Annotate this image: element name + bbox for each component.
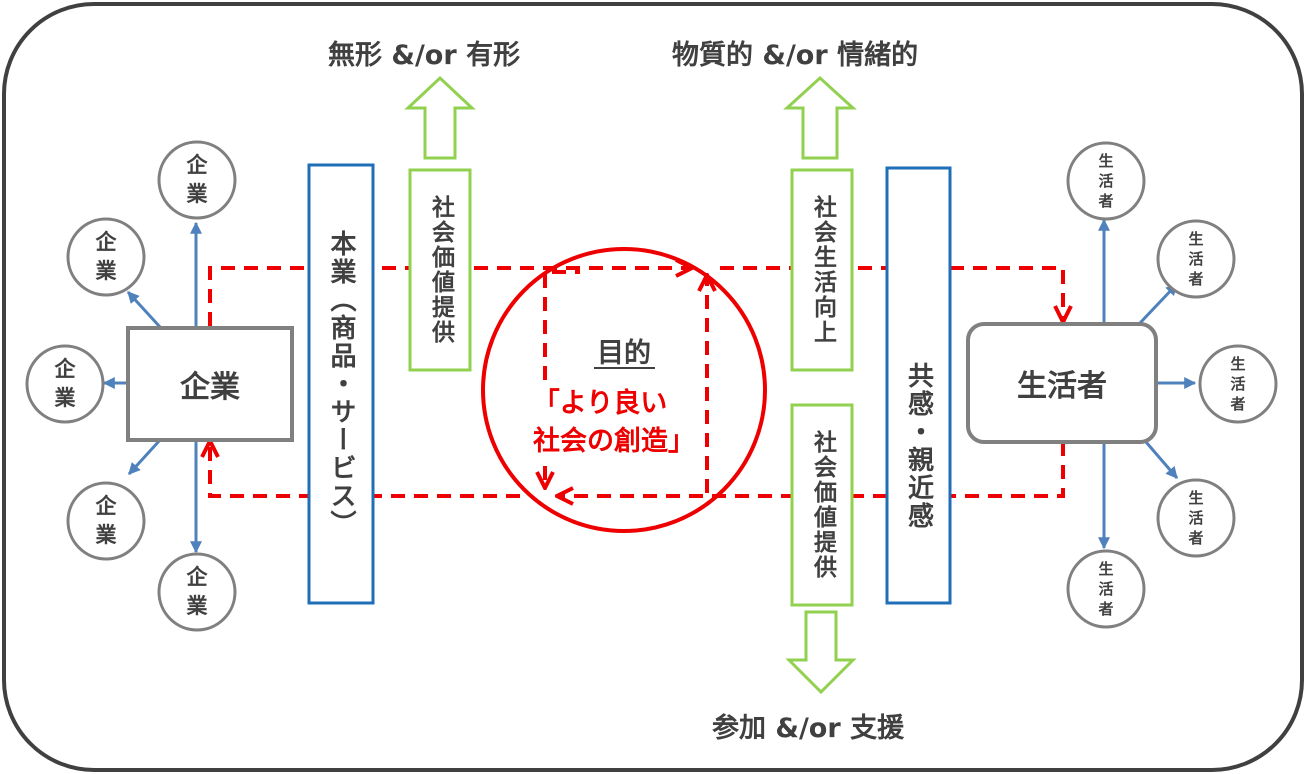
enterprise-node-downleft-label: 企 業 — [95, 494, 117, 547]
social-value-right-label: 社会価値提供 — [809, 430, 836, 580]
consumer-node-right-label: 生 活 者 — [1230, 355, 1246, 413]
enterprise-node-bottom-label: 企 業 — [186, 565, 208, 618]
social-value-right-label-box: 社会価値提供 — [792, 405, 852, 605]
enterprise-main-label: 企業 — [180, 370, 240, 405]
consumer-node-downright-label: 生 活 者 — [1188, 489, 1204, 547]
consumer-main-label: 生活者 — [1017, 369, 1107, 404]
social-value-left-label: 社会価値提供 — [427, 195, 454, 345]
social-value-left-label-box: 社会価値提供 — [410, 170, 470, 370]
inner-loop-down — [543, 270, 580, 380]
purpose-title: 目的 — [597, 337, 651, 369]
enterprise-node-upleft-label: 企 業 — [95, 230, 117, 283]
purpose-line-1: 「より良い — [533, 387, 667, 419]
empathy-label: 共感・親近感 — [903, 361, 934, 530]
social-life-label: 社会生活向上 — [809, 195, 836, 345]
up-arrow-right — [783, 75, 857, 160]
down-arrow-bottom — [785, 610, 857, 695]
enterprise-arrow-upleft — [126, 290, 162, 329]
purpose-circle — [481, 247, 767, 533]
consumer-node-upright-label: 生 活 者 — [1188, 230, 1204, 288]
purpose-line-2: 社会の創造」 — [533, 425, 695, 457]
label-intangible-tangible: 無形 &/or 有形 — [328, 40, 521, 71]
up-arrow-left — [404, 75, 476, 160]
consumer-arrow-downright — [1144, 441, 1179, 479]
social-life-label-box: 社会生活向上 — [792, 170, 852, 370]
consumer-node-top-label: 生 活 者 — [1098, 152, 1114, 210]
consumer-node-bottom-label: 生 活 者 — [1098, 560, 1114, 618]
enterprise-node-left-label: 企 業 — [54, 357, 76, 410]
label-material-emotional: 物質的 &/or 情緒的 — [672, 40, 919, 71]
core-business-label-box: 本業（商品・サービス） — [309, 165, 373, 603]
label-participation-support: 参加 &/or 支援 — [712, 713, 905, 744]
enterprise-arrow-downleft — [127, 438, 162, 476]
core-business-label: 本業（商品・サービス） — [326, 230, 356, 538]
empathy-label-box: 共感・親近感 — [887, 168, 950, 603]
enterprise-node-top-label: 企 業 — [186, 153, 208, 206]
